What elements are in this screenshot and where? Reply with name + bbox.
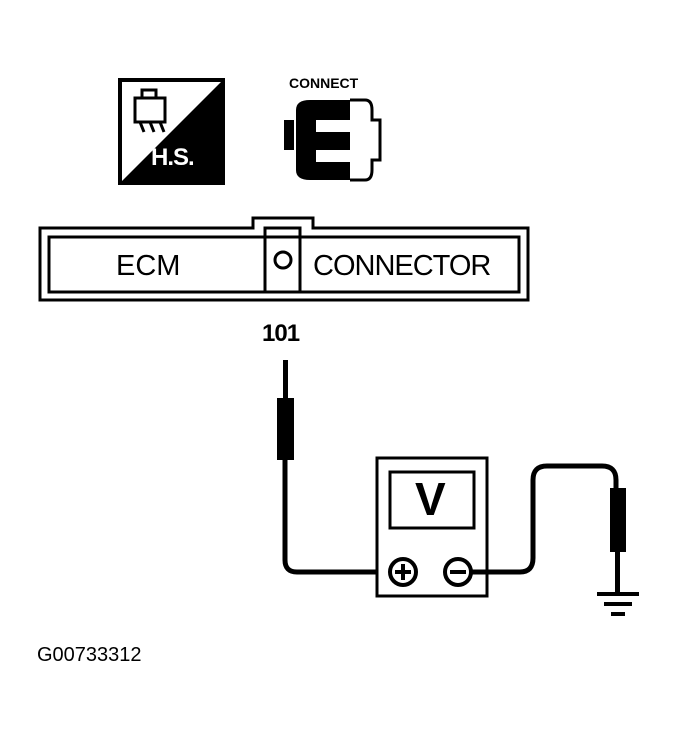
connector-label: CONNECTOR	[313, 250, 491, 282]
voltmeter	[375, 456, 489, 598]
ground-symbol-icon	[597, 592, 639, 616]
negative-probe-lead	[471, 463, 626, 594]
voltmeter-display: V	[415, 473, 446, 525]
terminal-number: 101	[262, 320, 300, 347]
connector-plug-icon	[284, 98, 382, 182]
ecm-label: ECM	[116, 250, 181, 282]
harness-side-icon	[118, 78, 225, 185]
positive-probe-lead	[277, 360, 382, 575]
connect-label: CONNECT	[289, 75, 359, 91]
figure-id: G00733312	[37, 644, 142, 666]
hs-label: H.S.	[151, 144, 195, 171]
ecm-connector-outline	[38, 216, 530, 302]
